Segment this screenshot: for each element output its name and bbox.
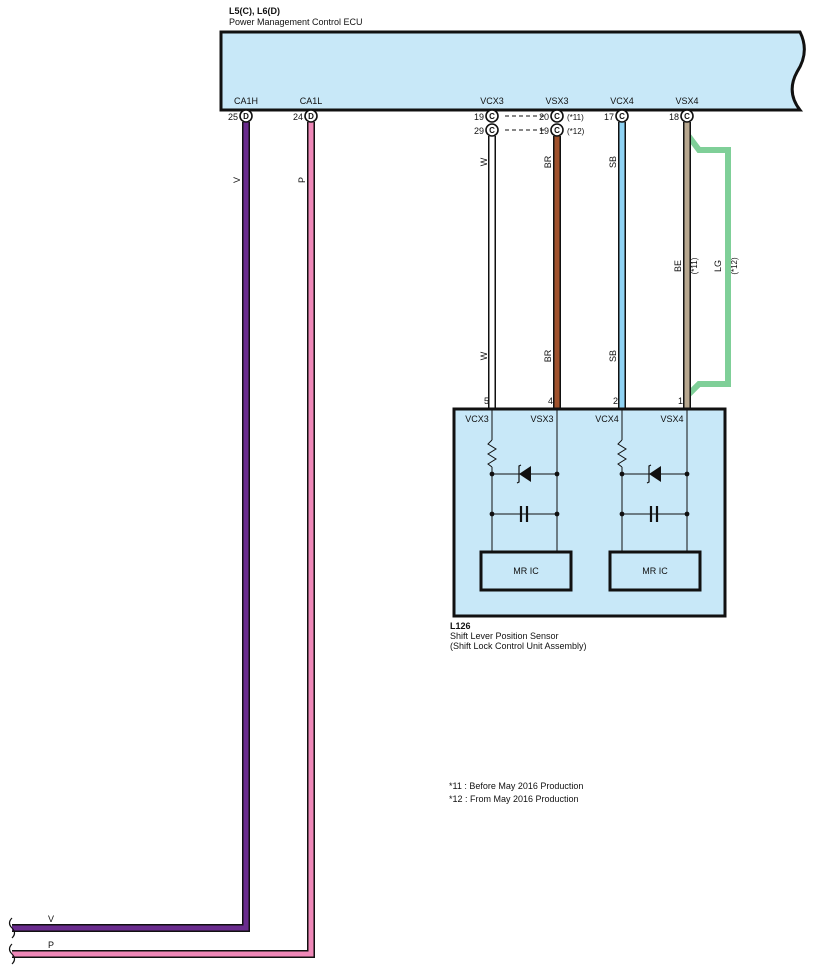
wire-label-v: V bbox=[232, 177, 242, 183]
sensor-pin-2: 2 bbox=[613, 396, 618, 406]
wire-label-sb-top: SB bbox=[608, 156, 618, 168]
sensor-pin-5: 5 bbox=[484, 396, 489, 406]
wire-p bbox=[12, 122, 315, 958]
terminal-ca1h-name: CA1H bbox=[234, 96, 258, 106]
zener-diode-icon bbox=[516, 464, 531, 484]
terminal-vsx4-name: VSX4 bbox=[675, 96, 698, 106]
terminal-vcx4-name: VCX4 bbox=[610, 96, 634, 106]
terminal-ca1l-name: CA1L bbox=[300, 96, 323, 106]
svg-text:29: 29 bbox=[474, 126, 484, 136]
svg-text:C: C bbox=[619, 112, 625, 121]
capacitor-icon bbox=[649, 506, 659, 522]
wire-label-lg: LG bbox=[713, 260, 723, 272]
svg-text:(*11): (*11) bbox=[567, 113, 584, 122]
sensor-label-vsx3: VSX3 bbox=[530, 414, 553, 424]
wire-note-12: (*12) bbox=[730, 257, 739, 275]
connector-ca1h: D 25 bbox=[228, 109, 253, 123]
junction-dots-1 bbox=[489, 471, 560, 517]
ecu-name: Power Management Control ECU bbox=[229, 17, 363, 27]
wire-note-11: (*11) bbox=[690, 257, 699, 274]
wire-v bbox=[12, 122, 250, 932]
mr-ic-2 bbox=[608, 550, 702, 592]
sensor-id: L126 bbox=[450, 621, 471, 631]
bottom-wire-label-p: P bbox=[48, 940, 54, 950]
connector-vcx4: C 17 bbox=[604, 109, 629, 123]
svg-text:C: C bbox=[554, 112, 560, 121]
connector-vcx3: C 19 C 29 bbox=[474, 109, 499, 137]
connector-vsx3: C 20 (*11) C 19 (*12) bbox=[539, 109, 585, 137]
wire-lg bbox=[684, 132, 731, 399]
wire-label-w-bottom: W bbox=[479, 351, 489, 360]
terminal-vcx3-name: VCX3 bbox=[480, 96, 504, 106]
break-mark-v bbox=[8, 917, 16, 939]
svg-text:20: 20 bbox=[539, 112, 549, 122]
svg-text:C: C bbox=[489, 112, 495, 121]
svg-text:C: C bbox=[554, 126, 560, 135]
svg-text:19: 19 bbox=[474, 112, 484, 122]
sensor-pin-1: 1 bbox=[678, 396, 683, 406]
mr-ic-1-label: MR IC bbox=[513, 566, 539, 576]
svg-text:17: 17 bbox=[604, 112, 614, 122]
wire-label-be: BE bbox=[673, 260, 683, 272]
wire-label-w-top: W bbox=[479, 157, 489, 166]
svg-text:18: 18 bbox=[669, 112, 679, 122]
svg-text:C: C bbox=[684, 112, 690, 121]
wire-label-sb-bottom: SB bbox=[608, 350, 618, 362]
ecu-box bbox=[219, 30, 806, 112]
sensor-subtitle: (Shift Lock Control Unit Assembly) bbox=[450, 641, 587, 651]
footnote-11: *11 : Before May 2016 Production bbox=[449, 781, 583, 791]
ecu-connector-ids: L5(C), L6(D) bbox=[229, 6, 280, 16]
capacitor-icon bbox=[519, 506, 529, 522]
bottom-wire-label-v: V bbox=[48, 914, 54, 924]
wire-label-br-bottom: BR bbox=[543, 349, 553, 362]
sensor-label-vcx3: VCX3 bbox=[465, 414, 489, 424]
pin-25: 25 bbox=[228, 112, 238, 122]
connector-ca1l: D 24 bbox=[293, 109, 318, 123]
sensor-name: Shift Lever Position Sensor bbox=[450, 631, 559, 641]
svg-text:(*12): (*12) bbox=[567, 127, 585, 136]
break-mark-p bbox=[8, 943, 16, 965]
svg-text:D: D bbox=[308, 112, 314, 121]
wire-label-p: P bbox=[297, 177, 307, 183]
svg-text:D: D bbox=[243, 112, 249, 121]
sensor-pin-4: 4 bbox=[548, 396, 553, 406]
mr-ic-2-label: MR IC bbox=[642, 566, 668, 576]
pin-24: 24 bbox=[293, 112, 303, 122]
svg-text:19: 19 bbox=[539, 126, 549, 136]
connector-vsx4: C 18 bbox=[669, 109, 694, 123]
mr-ic-1 bbox=[479, 550, 573, 592]
zener-diode-icon bbox=[646, 464, 661, 484]
sensor-label-vsx4: VSX4 bbox=[660, 414, 683, 424]
terminal-vsx3-name: VSX3 bbox=[545, 96, 568, 106]
junction-dots-2 bbox=[619, 471, 690, 517]
wire-label-br-top: BR bbox=[543, 155, 553, 168]
svg-text:C: C bbox=[489, 126, 495, 135]
footnote-12: *12 : From May 2016 Production bbox=[449, 794, 579, 804]
sensor-label-vcx4: VCX4 bbox=[595, 414, 619, 424]
